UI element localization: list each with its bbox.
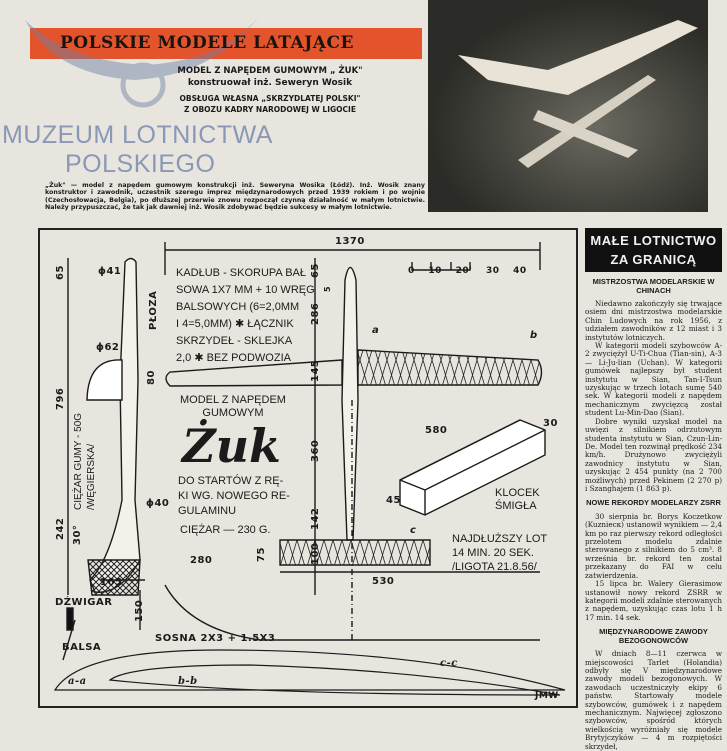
section-a-label: a-a	[68, 676, 87, 687]
eagle-emblem-icon	[25, 15, 260, 108]
column-header: MAŁE LOTNICTWO ZA GRANICĄ	[585, 228, 722, 272]
dim-30: 30	[543, 418, 558, 429]
dim-angle: 30°	[72, 524, 83, 545]
dim-d41: ϕ41	[98, 266, 122, 277]
record-note: NAJDŁUŻSZY LOT 14 MIN. 20 SEK. /LIGOTA 2…	[452, 533, 548, 573]
model-purpose: DO STARTÓW Z RĘ- KI WG. NOWEGO RE- GULAM…	[178, 475, 290, 517]
news-paragraph: W kategorii modeli szybowców A-2 zwycięż…	[585, 341, 722, 418]
dim-165: 165	[100, 577, 123, 588]
pine-label: SOSNA 2X3 + 1.5X3	[155, 633, 276, 644]
news-paragraph: W dniach 8—11 czerwca w miejscowości Tar…	[585, 649, 722, 751]
news-heading: MISTRZOSTWA MODELARSKIE W CHINACH	[592, 277, 715, 295]
dim-80: 80	[146, 370, 157, 385]
dim-d62: ϕ62	[96, 342, 120, 353]
prop-block-label: KLOCEK ŚMIGŁA	[495, 487, 540, 512]
section-mark-c: c	[410, 525, 417, 536]
spar-label: DŹWIGAR	[55, 597, 113, 608]
article-title: MODEL Z NAPĘDEM GUMOWYM „ ŻUK"	[177, 66, 363, 76]
dim-75: 75	[256, 547, 267, 562]
balsa-label: BALSA	[62, 642, 102, 653]
news-column: MAŁE LOTNICTWO ZA GRANICĄ MISTRZOSTWA MO…	[585, 228, 722, 751]
dim-360: 360	[310, 439, 321, 462]
section-c-label: c-c	[440, 658, 458, 669]
dim-530: 530	[372, 576, 395, 587]
watermark-line-2: POLSKIEGO	[65, 150, 216, 178]
article-author: konstruował inż. Seweryn Wosik	[187, 78, 353, 88]
dim-796: 796	[55, 387, 66, 410]
scale-tick: 40	[513, 266, 527, 276]
construction-note: KADŁUB - SKORUPA BAŁ SOWA 1X7 MM + 10 WR…	[176, 267, 315, 364]
watermark-line-1: MUZEUM LOTNICTWA	[2, 121, 273, 149]
dim-100: 100	[310, 542, 321, 565]
section-mark-a: a	[372, 325, 380, 336]
dim-5: 5	[323, 285, 332, 292]
news-paragraph: Dobre wyniki uzyskał model na uwięzi z s…	[585, 416, 722, 493]
section-b-label: b-b	[178, 676, 198, 687]
dim-d40: ϕ40	[146, 498, 170, 509]
credit-line-1: OBSŁUGA WŁASNA „SKRZYDLATEJ POLSKI"	[179, 94, 361, 103]
dim-span: 1370	[335, 236, 365, 247]
model-weight: CIĘŻAR — 230 G.	[180, 524, 271, 536]
scale-tick: 10	[428, 266, 442, 276]
intro-paragraph: „Żuk" — model z napędem gumowym konstruk…	[45, 182, 425, 211]
credit-line-2: Z OBOZU KADRY NARODOWEJ W LIGOCIE	[184, 105, 356, 114]
section-title: POLSKIE MODELE LATAJĄCE	[60, 33, 354, 53]
dim-150: 150	[134, 599, 145, 622]
news-paragraph: 30 sierpnia br. Borys Koczetkow (Kuzniec…	[585, 511, 722, 580]
news-heading: NOWE REKORDY MODELARZY ZSRR	[586, 498, 721, 508]
news-heading: MIĘDZYNARODOWE ZAWODY BEZOGONOWCÓW	[599, 627, 708, 645]
dim-580: 580	[425, 425, 448, 436]
scale-tick: 0	[408, 266, 415, 276]
scale-tick: 20'	[455, 266, 473, 276]
dim-142: 142	[310, 507, 321, 530]
section-banner	[30, 28, 422, 59]
scale-tick: 30	[486, 266, 500, 276]
draftsman-signature: JMW	[535, 691, 559, 701]
skid-label: PŁOZA	[148, 290, 159, 330]
dim-65-side: 65	[55, 265, 66, 280]
rubber-weight-note: CIĘŻAR GUMY - 50G /WĘGIERSKA/	[73, 412, 97, 510]
dim-45: 45	[386, 495, 401, 506]
section-mark-b: b	[530, 330, 538, 341]
model-name: Żuk	[182, 419, 281, 473]
plan-drawing	[53, 242, 566, 696]
model-photo	[428, 0, 708, 212]
news-paragraph: 15 lipca br. Walery Gierasimow ustanowił…	[585, 579, 722, 622]
plan-drawing-frame	[38, 228, 578, 708]
model-title: MODEL Z NAPĘDEM GUMOWYM	[180, 394, 286, 419]
scale-bar-labels: 0 10 20' 30 40	[408, 265, 527, 277]
dim-280: 280	[190, 555, 213, 566]
news-paragraph: Niedawno zakończyły się trwające osiem d…	[585, 299, 722, 342]
dim-242: 242	[55, 517, 66, 540]
